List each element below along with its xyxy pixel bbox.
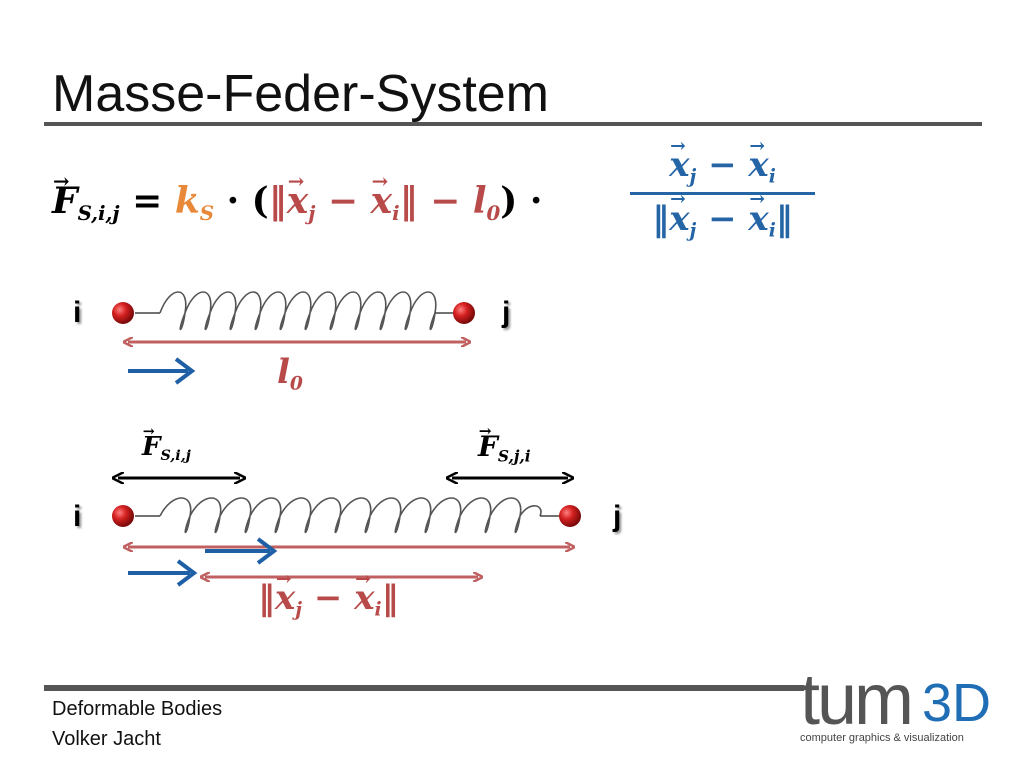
spring-constant: kS xyxy=(174,180,215,225)
close-paren-dot: ) · xyxy=(500,180,543,222)
distance-label: ‖xj − xi‖ xyxy=(258,568,399,621)
direction-arrow-1 xyxy=(128,357,196,385)
spring-force-equation: FS,i,j = kS · (‖xj − xi‖ − l0) · xyxy=(52,169,543,225)
tum3d-logo: tum 3D computer graphics & visualization xyxy=(800,660,1000,750)
rest-length-label: l0 xyxy=(277,352,303,395)
footer-author: Volker Jacht xyxy=(52,728,161,750)
logo-3d-text: 3D xyxy=(922,673,992,733)
footer-divider xyxy=(44,685,804,691)
title-divider xyxy=(44,122,982,126)
fraction-bar xyxy=(630,191,815,195)
mass2-j xyxy=(559,505,581,527)
label-i-2: i xyxy=(73,500,82,533)
rest-spring-diagram xyxy=(112,291,475,385)
label-i-1: i xyxy=(73,296,82,329)
fraction-denominator: ‖xj − xi‖ xyxy=(630,188,815,241)
logo-tum-text: tum xyxy=(800,660,914,740)
dot-open-paren: · ( xyxy=(214,180,269,222)
displacement-arrow-b xyxy=(128,559,198,587)
force-subscript: S,i,j xyxy=(77,200,120,225)
fraction-numerator: xj − xi xyxy=(630,135,815,188)
stretched-spring-diagram xyxy=(112,478,581,587)
force-ij-label: FS,i,j xyxy=(142,424,191,464)
spring2-coil xyxy=(159,497,542,534)
force-ji-label: FS,j,i xyxy=(478,422,531,466)
slide-title: Masse-Feder-System xyxy=(52,65,549,123)
label-j-2: j xyxy=(613,500,622,533)
displacement-arrow-a xyxy=(205,537,278,565)
mass-i xyxy=(112,302,134,324)
equals-sign: = xyxy=(119,180,175,222)
direction-fraction: xj − xi ‖xj − xi‖ xyxy=(630,135,815,241)
current-length-term: ‖xj − xi‖ − l0 xyxy=(269,169,501,225)
force-symbol: F xyxy=(52,169,78,222)
logo-tagline: computer graphics & visualization xyxy=(800,732,964,744)
mass2-i xyxy=(112,505,134,527)
mass-j xyxy=(453,302,475,324)
spring-coil xyxy=(159,291,437,331)
label-j-1: j xyxy=(502,296,511,329)
footer-course: Deformable Bodies xyxy=(52,698,223,720)
